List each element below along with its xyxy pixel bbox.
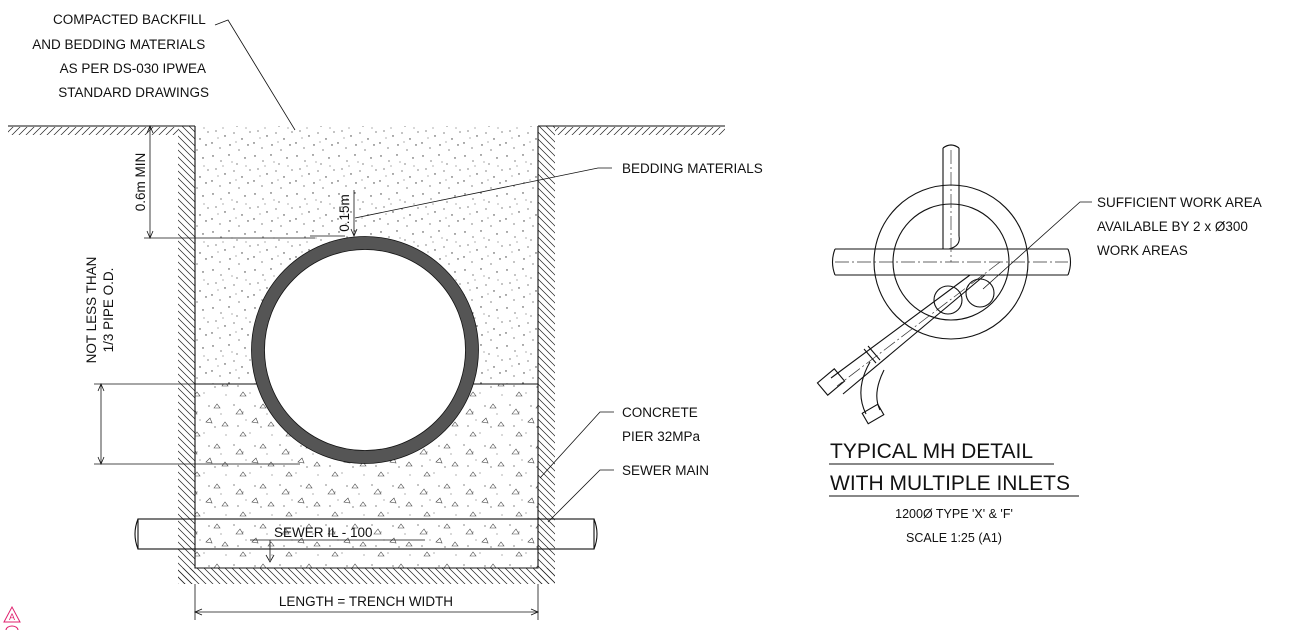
label-backfill: COMPACTED BACKFILL AND BEDDING MATERIALS…	[32, 12, 209, 100]
dim-clearance-arrow	[350, 228, 358, 238]
pipe-wall	[251, 236, 479, 464]
mh-pipe-break-left	[831, 248, 836, 276]
mh-diag-inlet-bottom	[842, 274, 986, 395]
mh-diag-inlet-end	[816, 368, 846, 396]
pipe-inner-edge	[264, 249, 466, 451]
label-cover-min: 0.6m MIN	[133, 153, 148, 212]
leader-work-area	[982, 201, 1092, 290]
dim-width-arrow-right	[530, 608, 540, 616]
mh-diag-inlet-top	[830, 274, 971, 379]
label-od-rule-line1: NOT LESS THAN	[84, 257, 99, 364]
leader-backfill	[214, 19, 296, 131]
label-clearance: 0.15m	[337, 194, 352, 232]
pipe-outer-edge	[251, 236, 479, 464]
sewer-main-pipe	[137, 518, 595, 550]
label-trench-width: LENGTH = TRENCH WIDTH	[279, 594, 453, 609]
label-bedding: BEDDING MATERIALS	[622, 161, 763, 176]
mh-top-inlet-bend	[948, 235, 960, 250]
mh-drop-inlet-left	[860, 361, 871, 415]
mh-diag-inlet-centerline	[836, 261, 1001, 387]
pipe-bore	[258, 243, 472, 457]
label-sewer-main: SEWER MAIN	[622, 463, 709, 478]
trench-wall-left-hatch	[178, 126, 195, 584]
detail-title-line2: WITH MULTIPLE INLETS	[830, 472, 1070, 495]
detail-scale: SCALE 1:25 (A1)	[906, 531, 1002, 545]
dim-cover-arrow-bottom	[146, 230, 154, 240]
sewer-main-break-right	[593, 518, 598, 550]
sewer-main-break-left	[134, 518, 139, 550]
sewer-il-arrowhead	[265, 554, 275, 563]
dim-od-arrow-bottom	[97, 456, 105, 466]
label-pier-line2: PIER 32MPa	[622, 429, 701, 444]
label-work-area: SUFFICIENT WORK AREA AVAILABLE BY 2 x Ø3…	[1097, 195, 1265, 258]
revision-letter: A	[9, 612, 15, 622]
mh-diag-joint-2	[863, 348, 877, 364]
detail-subtitle: 1200Ø TYPE 'X' & 'F'	[895, 507, 1013, 521]
mh-work-area-1	[933, 285, 963, 315]
trench-outline	[194, 126, 539, 569]
mh-work-area-2	[965, 278, 995, 308]
manhole-plan	[816, 144, 1072, 425]
ground-hatch-right	[555, 127, 725, 135]
trench-floor-hatch	[178, 568, 555, 584]
trench-wall-right-hatch	[538, 126, 555, 584]
revision-triangle-icon: A	[3, 605, 21, 630]
leader-pier	[539, 411, 614, 479]
mh-pipe-break-right	[1067, 248, 1072, 276]
ground-hatch-left	[8, 127, 178, 135]
dim-cover-arrow-top	[146, 124, 154, 134]
label-sewer-il: SEWER IL - 100	[274, 525, 373, 540]
mh-drop-inlet-end	[861, 403, 885, 425]
dim-width-arrow-left	[193, 608, 203, 616]
label-od-rule-line2: 1/3 PIPE O.D.	[101, 268, 116, 353]
detail-title-line1: TYPICAL MH DETAIL	[830, 440, 1033, 463]
label-pier-line1: CONCRETE	[622, 405, 698, 420]
leader-bedding	[354, 167, 612, 219]
mh-diag-joint-1	[867, 345, 881, 361]
dim-od-arrow-top	[97, 382, 105, 392]
mh-top-inlet-break	[942, 144, 960, 149]
leader-sewer-main	[547, 469, 614, 523]
